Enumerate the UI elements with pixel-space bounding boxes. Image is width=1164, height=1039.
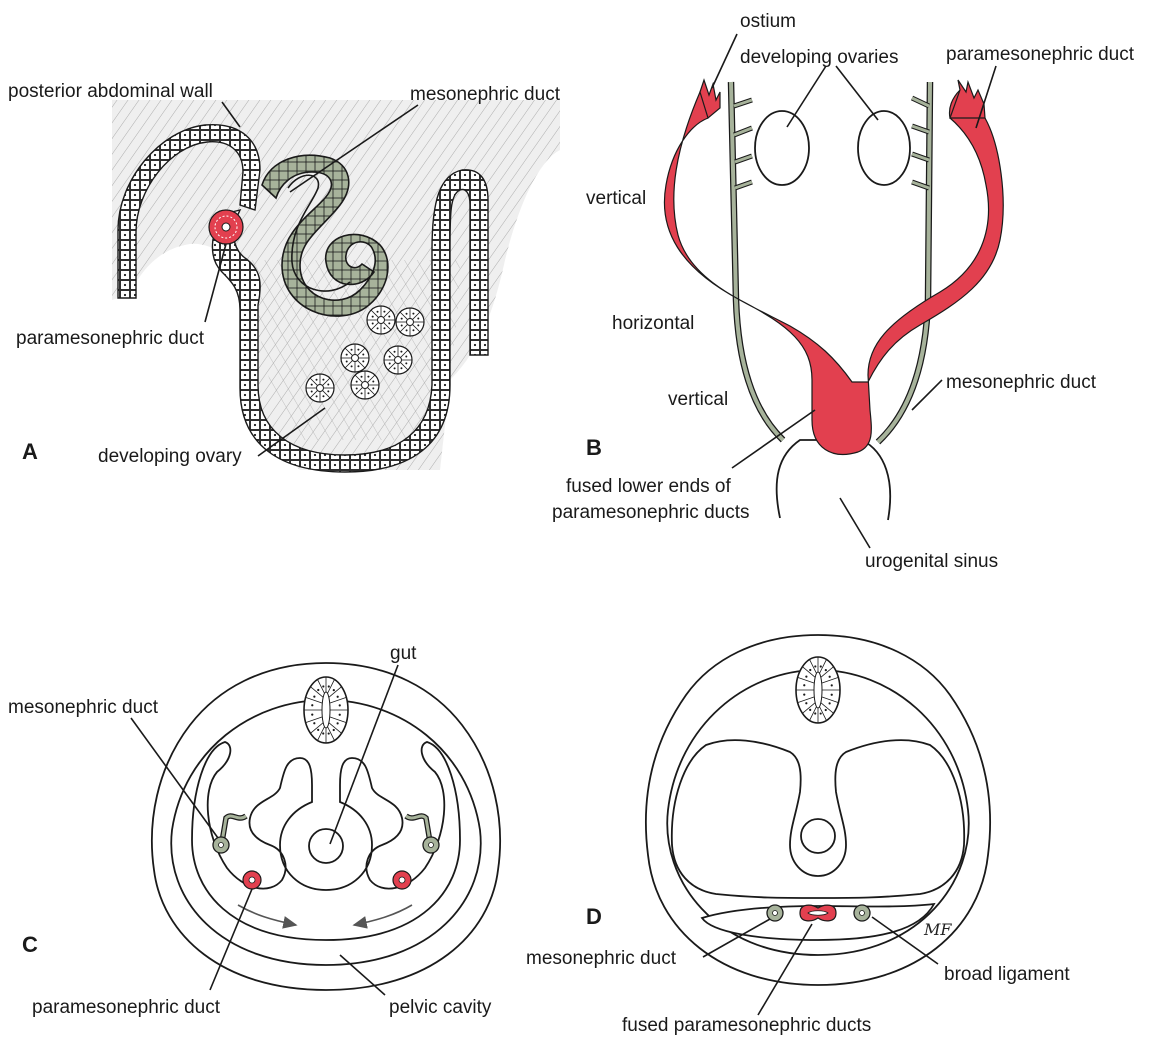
follicle: [341, 344, 369, 372]
panel-letter-b: B: [586, 435, 602, 460]
mesonephric-tubules-left: [734, 100, 752, 188]
panel-letter-a: A: [22, 439, 38, 464]
panel-letter-c: C: [22, 932, 38, 957]
label-developing-ovary: developing ovary: [98, 446, 242, 467]
neural-tube-c: [304, 677, 348, 743]
leader-ovaries-right: [836, 66, 878, 120]
developing-ovary-right: [858, 111, 910, 185]
mesonephric-duct-d-right: [854, 905, 870, 921]
label-horizontal: horizontal: [612, 313, 694, 334]
follicle: [384, 346, 412, 374]
follicle: [351, 371, 379, 399]
label-fused-paramesonephric-ducts: fused paramesonephric ducts: [622, 1015, 871, 1036]
leader-paramesonephric-c: [210, 889, 252, 990]
label-broad-ligament: broad ligament: [944, 964, 1070, 985]
label-developing-ovaries: developing ovaries: [740, 47, 898, 68]
developing-ovary-left: [755, 111, 809, 185]
follicle: [306, 374, 334, 402]
paramesonephric-duct-c-left: [243, 871, 261, 889]
panel-d: MF mesonephric duct broad ligament fused…: [526, 635, 1070, 1036]
gut: [309, 829, 343, 863]
label-mesonephric-duct-a: mesonephric duct: [410, 84, 561, 105]
label-mesonephric-duct-b: mesonephric duct: [946, 372, 1097, 393]
mesonephric-duct-c-right: [406, 816, 439, 853]
label-ostium: ostium: [740, 11, 796, 32]
follicle: [396, 308, 424, 336]
gut-d: [801, 819, 835, 853]
label-posterior-abdominal-wall: posterior abdominal wall: [8, 81, 213, 102]
arrow-left: [238, 905, 296, 925]
label-vertical-lower: vertical: [668, 389, 728, 410]
fused-paramesonephric-ducts-d: [800, 905, 836, 921]
follicle: [367, 306, 395, 334]
paramesonephric-duct-a: [209, 210, 243, 244]
artist-signature: MF: [923, 920, 952, 939]
label-mesonephric-duct-d: mesonephric duct: [526, 948, 677, 969]
label-paramesonephric-duct-c: paramesonephric duct: [32, 997, 221, 1018]
label-vertical-upper: vertical: [586, 188, 646, 209]
label-fused-lower-ends-2: paramesonephric ducts: [552, 502, 750, 523]
arrow-right: [354, 905, 412, 925]
label-urogenital-sinus: urogenital sinus: [865, 551, 998, 572]
leader-ostium: [712, 34, 737, 88]
panel-letter-d: D: [586, 904, 602, 929]
label-pelvic-cavity: pelvic cavity: [389, 997, 492, 1018]
panel-c: gut mesonephric duct paramesonephric duc…: [8, 643, 500, 1018]
panel-a: posterior abdominal wall mesonephric duc…: [8, 81, 561, 472]
label-paramesonephric-duct-a: paramesonephric duct: [16, 328, 205, 349]
neural-tube-d: [796, 657, 840, 723]
label-gut: gut: [390, 643, 417, 664]
coelom-c: [192, 742, 460, 940]
label-paramesonephric-duct-b: paramesonephric duct: [946, 44, 1135, 65]
label-fused-lower-ends-1: fused lower ends of: [566, 476, 731, 497]
panel-b: ostium developing ovaries paramesonephri…: [552, 11, 1135, 572]
paramesonephric-duct-c-right: [393, 871, 411, 889]
leader-ovaries-left: [787, 66, 826, 127]
label-mesonephric-duct-c: mesonephric duct: [8, 697, 159, 718]
mesonephric-duct-c-left: [213, 816, 246, 853]
